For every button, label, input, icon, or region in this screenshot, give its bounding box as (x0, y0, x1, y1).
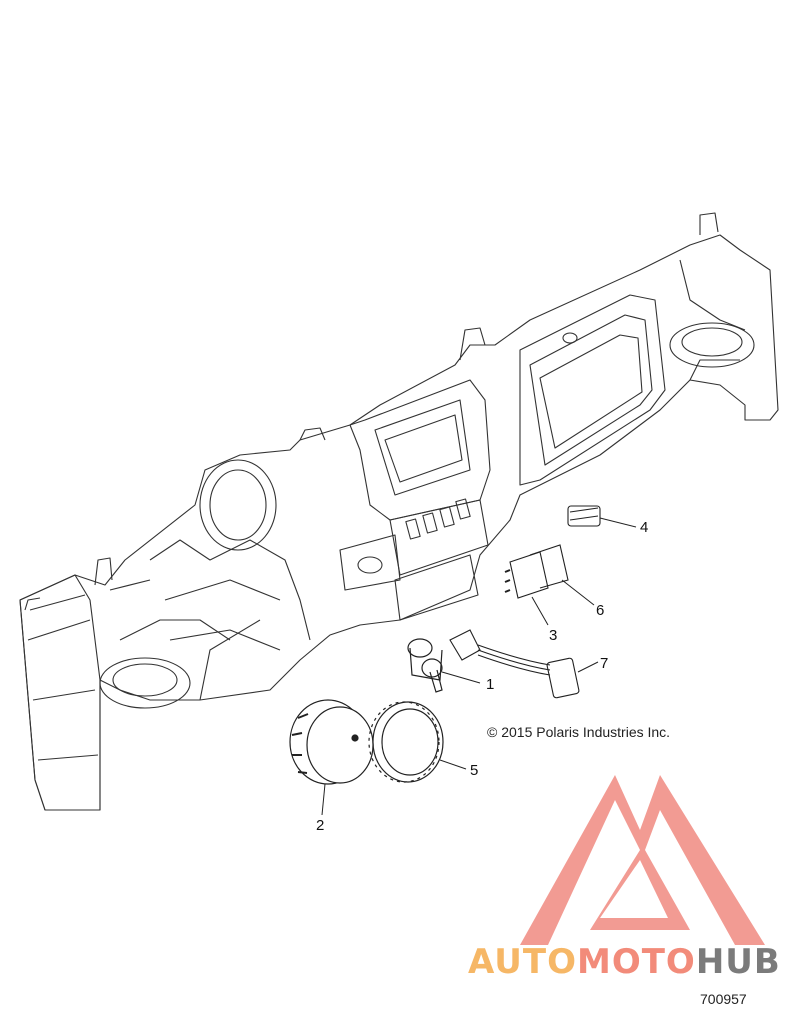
brand-part-moto: MOTO (576, 942, 696, 982)
watermark-logo (520, 775, 765, 945)
brand-part-hub: HUB (695, 942, 781, 982)
diagram-id: 700957 (700, 991, 747, 1007)
leader-lines (321, 517, 637, 816)
callout-6: 6 (596, 602, 605, 619)
ignition-switch-part-1 (407, 638, 443, 693)
gauge-part-2 (289, 699, 374, 785)
callout-2: 2 (316, 817, 325, 834)
switch-part-4 (567, 505, 601, 527)
callout-1: 1 (486, 676, 495, 693)
callout-4: 4 (640, 519, 649, 536)
callout-5: 5 (470, 762, 479, 779)
callout-7: 7 (600, 655, 609, 672)
dashboard-panel (19, 212, 779, 811)
bezel-ring-part-5 (368, 701, 444, 783)
brand-part-auto: AUTO (468, 942, 577, 982)
callout-3: 3 (549, 627, 558, 644)
watermark-brand: AUTOMOTOHUB (468, 942, 781, 982)
copyright-notice: © 2015 Polaris Industries Inc. (487, 724, 671, 740)
switch-part-3-6 (504, 544, 569, 599)
harness-part-7 (449, 629, 580, 699)
